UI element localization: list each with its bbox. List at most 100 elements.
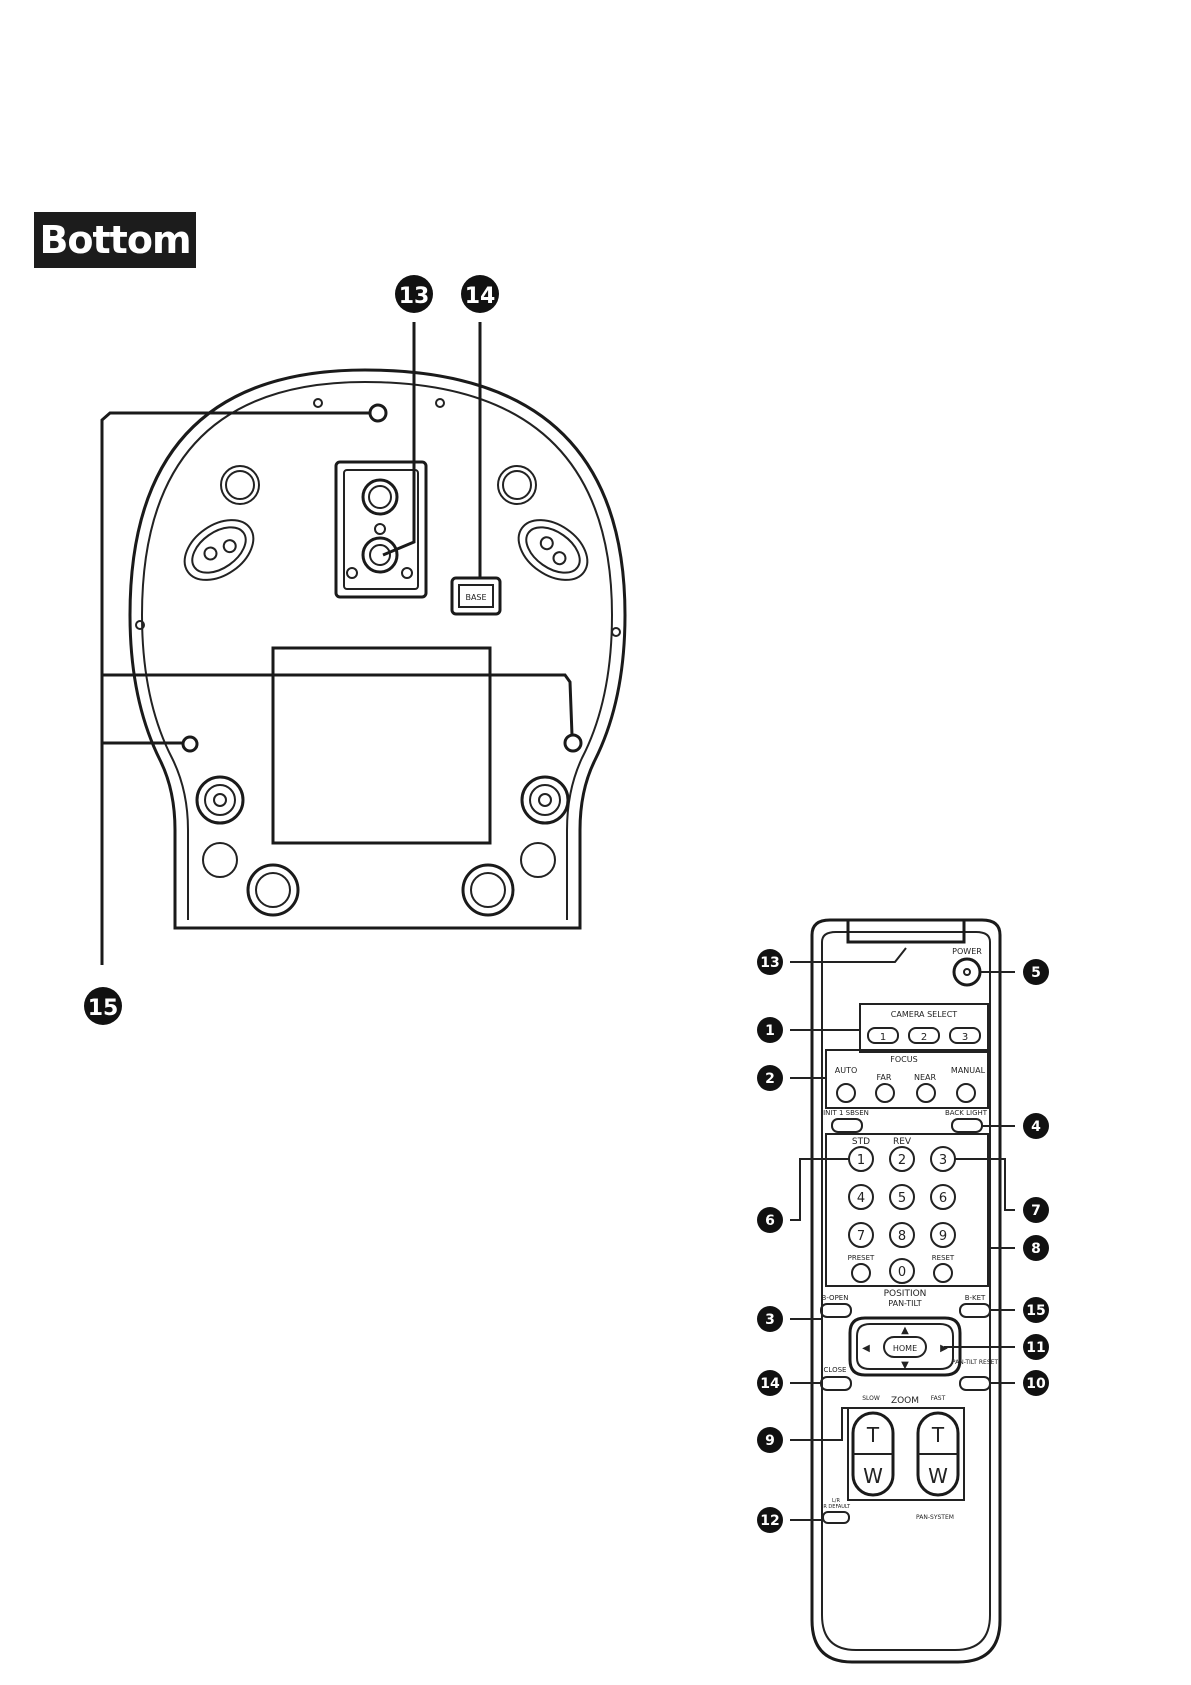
svg-text:INIT 1 SBSEN: INIT 1 SBSEN <box>823 1109 869 1117</box>
svg-text:14: 14 <box>465 284 496 309</box>
svg-text:W: W <box>928 1464 948 1488</box>
remote-callout-4: 4 <box>1023 1113 1049 1139</box>
reset-button[interactable] <box>934 1264 952 1282</box>
svg-text:2: 2 <box>921 1032 927 1043</box>
remote-callout-13: 13 <box>757 949 783 975</box>
dpad-up-icon[interactable]: ▲ <box>901 1325 909 1336</box>
svg-text:W: W <box>863 1464 883 1488</box>
svg-text:CLOSE: CLOSE <box>824 1366 847 1374</box>
svg-text:FOCUS: FOCUS <box>890 1055 917 1064</box>
svg-text:15: 15 <box>1026 1303 1045 1319</box>
rim-hole <box>612 628 620 636</box>
svg-text:4: 4 <box>1031 1119 1041 1135</box>
focus-manual-button[interactable] <box>957 1084 975 1102</box>
lower-foot <box>197 777 243 823</box>
svg-text:B-OPEN: B-OPEN <box>822 1294 849 1302</box>
svg-text:7: 7 <box>1031 1203 1041 1219</box>
svg-text:FAR: FAR <box>877 1073 892 1082</box>
svg-text:8: 8 <box>1031 1241 1041 1257</box>
svg-text:10: 10 <box>1026 1376 1046 1392</box>
svg-text:3: 3 <box>765 1312 775 1328</box>
svg-text:1: 1 <box>765 1023 775 1039</box>
pan-tilt-reset-button[interactable] <box>960 1377 990 1390</box>
svg-text:2: 2 <box>765 1071 775 1087</box>
svg-text:CAMERA SELECT: CAMERA SELECT <box>891 1010 957 1019</box>
remote-callout-9: 9 <box>757 1427 783 1453</box>
svg-text:REV: REV <box>893 1137 912 1147</box>
camera-callout-15: 15 <box>84 987 122 1025</box>
remote-callout-2: 2 <box>757 1065 783 1091</box>
brand-mark: PAN-SYSTEM <box>916 1514 954 1521</box>
svg-text:1: 1 <box>880 1032 886 1043</box>
svg-text:RESET: RESET <box>932 1254 955 1262</box>
svg-text:4: 4 <box>857 1191 865 1206</box>
svg-text:MANUAL: MANUAL <box>951 1066 986 1075</box>
svg-text:1: 1 <box>857 1153 865 1168</box>
svg-text:BACK LIGHT: BACK LIGHT <box>945 1109 988 1117</box>
svg-text:3: 3 <box>962 1032 968 1043</box>
svg-text:T: T <box>931 1423 945 1447</box>
init-button[interactable] <box>832 1119 862 1132</box>
svg-text:12: 12 <box>760 1513 779 1529</box>
label-plate <box>273 648 490 843</box>
remote-callout-8: 8 <box>1023 1235 1049 1261</box>
focus-near-button[interactable] <box>917 1084 935 1102</box>
preset-button[interactable] <box>852 1264 870 1282</box>
foot-ring <box>226 471 254 499</box>
svg-text:NEAR: NEAR <box>914 1073 937 1082</box>
leader-13 <box>383 322 414 555</box>
dpad-down-icon[interactable]: ▼ <box>901 1360 909 1371</box>
back-light-button[interactable] <box>952 1119 982 1132</box>
svg-text:PRESET: PRESET <box>848 1254 875 1262</box>
focus-far-button[interactable] <box>876 1084 894 1102</box>
foot-ring <box>503 471 531 499</box>
ir-default-button[interactable] <box>823 1512 849 1523</box>
svg-text:9: 9 <box>939 1229 947 1244</box>
remote-callout-11: 11 <box>1023 1334 1049 1360</box>
svg-text:SLOW: SLOW <box>862 1395 880 1402</box>
remote-callout-15: 15 <box>1023 1297 1049 1323</box>
oval-mount-left <box>174 508 265 593</box>
svg-text:T: T <box>866 1423 880 1447</box>
svg-text:STD: STD <box>852 1137 870 1147</box>
svg-text:13: 13 <box>399 284 430 309</box>
camera-callout-13: 13 <box>395 275 433 313</box>
dpad-left-icon[interactable]: ◀ <box>862 1343 870 1354</box>
remote-callout-7: 7 <box>1023 1197 1049 1223</box>
remote-callout-5: 5 <box>1023 959 1049 985</box>
dip-switch-label: BASE <box>465 593 486 602</box>
remote-callout-10: 10 <box>1023 1370 1049 1396</box>
svg-text:8: 8 <box>898 1229 906 1244</box>
svg-text:14: 14 <box>760 1376 780 1392</box>
side-indicator-left <box>183 737 197 751</box>
remote-callout-3: 3 <box>757 1306 783 1332</box>
power-button[interactable] <box>954 959 980 985</box>
b-ket-button[interactable] <box>960 1304 990 1317</box>
dpad-right-icon[interactable]: ▶ <box>940 1343 948 1354</box>
svg-text:PAN-TILT: PAN-TILT <box>888 1299 922 1308</box>
remote-callout-14: 14 <box>757 1370 783 1396</box>
svg-text:POWER: POWER <box>952 947 982 956</box>
svg-text:PAN-TILT RESET: PAN-TILT RESET <box>952 1359 999 1366</box>
zoom-slow-rocker[interactable]: T W <box>853 1413 893 1495</box>
lower-foot <box>522 777 568 823</box>
camera-callout-14: 14 <box>461 275 499 313</box>
camera-bottom-view: BASE <box>102 322 625 965</box>
svg-text:15: 15 <box>88 996 119 1021</box>
svg-text:3: 3 <box>939 1153 947 1168</box>
rim-hole <box>436 399 444 407</box>
focus-auto-button[interactable] <box>837 1084 855 1102</box>
remote-control: POWER CAMERA SELECT 1 2 3 FOCUS AUTO MAN… <box>790 920 1015 1662</box>
rim-hole <box>314 399 322 407</box>
svg-text:FAST: FAST <box>931 1395 946 1402</box>
svg-text:IR DEFAULT: IR DEFAULT <box>822 1504 851 1510</box>
zoom-fast-rocker[interactable]: T W <box>918 1413 958 1495</box>
svg-text:9: 9 <box>765 1433 775 1449</box>
keypad-group <box>826 1134 988 1286</box>
oval-mount-right <box>508 508 599 593</box>
close-button[interactable] <box>821 1377 851 1390</box>
svg-text:6: 6 <box>939 1191 947 1206</box>
svg-text:13: 13 <box>760 955 779 971</box>
b-open-button[interactable] <box>821 1304 851 1317</box>
svg-text:B-KET: B-KET <box>965 1294 986 1302</box>
